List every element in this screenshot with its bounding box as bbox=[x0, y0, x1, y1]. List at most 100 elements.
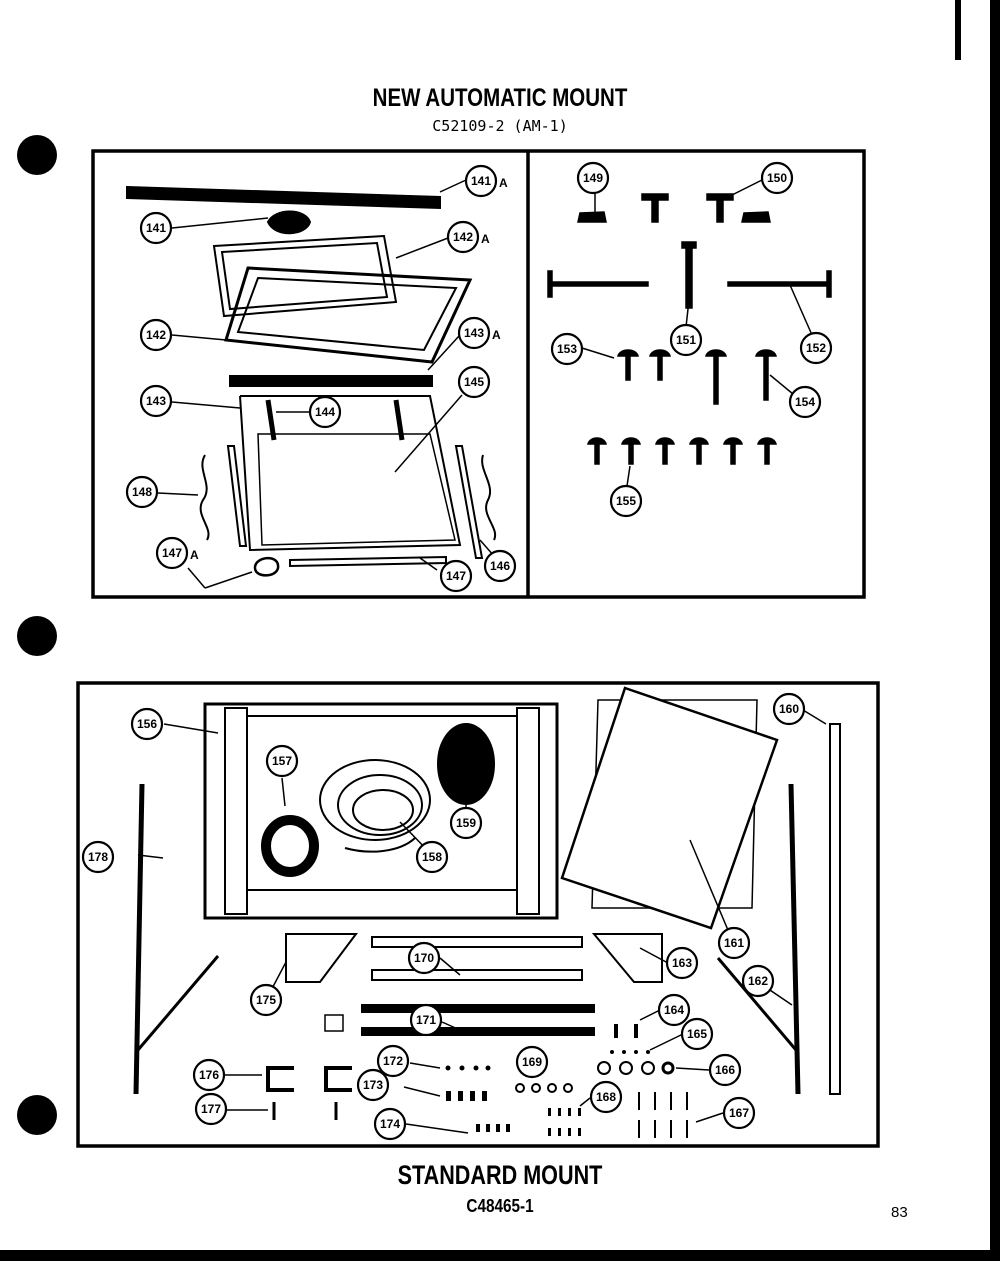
callout-158: 158 bbox=[415, 840, 449, 874]
callout-153: 153 bbox=[550, 332, 584, 366]
callout-circle bbox=[356, 1068, 390, 1102]
callout-circle bbox=[708, 1053, 742, 1087]
small-hardware bbox=[445, 1024, 650, 1136]
page-number: 83 bbox=[891, 1204, 908, 1221]
callout-177: 177 bbox=[194, 1092, 228, 1126]
callout-144: 144 bbox=[308, 395, 342, 429]
callout-circle bbox=[409, 1003, 443, 1037]
callout-circle bbox=[449, 806, 483, 840]
callout-circle bbox=[464, 164, 498, 198]
callout-149: 149 bbox=[576, 161, 610, 195]
callout-178: 178 bbox=[81, 840, 115, 874]
callout-number: 155 bbox=[616, 494, 636, 508]
callout-141: 141 bbox=[139, 211, 173, 245]
callout-circle bbox=[407, 941, 441, 975]
callout-171: 171 bbox=[409, 1003, 443, 1037]
callout-number: 167 bbox=[729, 1106, 749, 1120]
callout-number: 145 bbox=[464, 375, 484, 389]
callout-150: 150 bbox=[760, 161, 794, 195]
callout-number: 141 bbox=[471, 174, 491, 188]
callout-165: 165 bbox=[680, 1017, 714, 1051]
callout-167: 167 bbox=[722, 1096, 756, 1130]
callout-number: 176 bbox=[199, 1068, 219, 1082]
callout-number: 163 bbox=[672, 956, 692, 970]
callout-170: 170 bbox=[407, 941, 441, 975]
callout-circle bbox=[515, 1045, 549, 1079]
callout-174: 174 bbox=[373, 1107, 407, 1141]
callout-number: 149 bbox=[583, 171, 603, 185]
callout-161: 161 bbox=[717, 926, 751, 960]
callout-176: 176 bbox=[192, 1058, 226, 1092]
callout-175: 175 bbox=[249, 983, 283, 1017]
callout-number: 143 bbox=[146, 394, 166, 408]
callout-number: 177 bbox=[201, 1102, 221, 1116]
callout-159: 159 bbox=[449, 806, 483, 840]
callout-circle bbox=[760, 161, 794, 195]
callout-146: 146 bbox=[483, 549, 517, 583]
callout-number: 142 bbox=[146, 328, 166, 342]
callout-172: 172 bbox=[376, 1044, 410, 1078]
callout-number: 168 bbox=[596, 1090, 616, 1104]
callout-circle bbox=[609, 484, 643, 518]
callout-circle bbox=[308, 395, 342, 429]
callout-number: 173 bbox=[363, 1078, 383, 1092]
callout-circle bbox=[657, 993, 691, 1027]
callout-circle bbox=[155, 536, 189, 570]
callout-circle bbox=[589, 1080, 623, 1114]
callout-number: 147 bbox=[446, 569, 466, 583]
callout-circle bbox=[139, 318, 173, 352]
callout-number: 156 bbox=[137, 717, 157, 731]
callout-number: 151 bbox=[676, 333, 696, 347]
automatic-mount-parts bbox=[126, 185, 497, 577]
callout-147: 147 bbox=[439, 559, 473, 593]
callout-number: 158 bbox=[422, 850, 442, 864]
binder-hole bbox=[17, 616, 57, 656]
callout-circle bbox=[192, 1058, 226, 1092]
callout-circle bbox=[717, 926, 751, 960]
callout-number: 160 bbox=[779, 702, 799, 716]
callout-number: 171 bbox=[416, 1013, 436, 1027]
callout-number: 141 bbox=[146, 221, 166, 235]
callout-number: 143 bbox=[464, 326, 484, 340]
callout-number: 165 bbox=[687, 1027, 707, 1041]
callout-circle bbox=[194, 1092, 228, 1126]
callout-suffix: A bbox=[190, 548, 199, 562]
callout-156: 156 bbox=[130, 707, 164, 741]
callout-circle bbox=[741, 964, 775, 998]
callout-151: 151 bbox=[669, 323, 703, 357]
standard-mount-title: STANDARD MOUNT bbox=[397, 1160, 603, 1190]
callout-circle bbox=[376, 1044, 410, 1078]
callout-circle bbox=[772, 692, 806, 726]
callout-circle bbox=[81, 840, 115, 874]
callout-number: 162 bbox=[748, 974, 768, 988]
callout-circle bbox=[576, 161, 610, 195]
callout-circle bbox=[457, 316, 491, 350]
callout-number: 161 bbox=[724, 936, 744, 950]
callout-number: 164 bbox=[664, 1003, 684, 1017]
callout-154: 154 bbox=[788, 385, 822, 419]
callout-circle bbox=[680, 1017, 714, 1051]
callout-circle bbox=[249, 983, 283, 1017]
callout-142: 142 bbox=[139, 318, 173, 352]
callout-141aa: 141 A bbox=[464, 164, 508, 198]
callout-number: 170 bbox=[414, 951, 434, 965]
callout-number: 146 bbox=[490, 559, 510, 573]
callout-number: 154 bbox=[795, 395, 815, 409]
callout-148: 148 bbox=[125, 475, 159, 509]
callout-circle bbox=[125, 475, 159, 509]
callout-circle bbox=[799, 331, 833, 365]
callout-143: 143 bbox=[139, 384, 173, 418]
callout-163: 163 bbox=[665, 946, 699, 980]
callout-circle bbox=[415, 840, 449, 874]
callout-162: 162 bbox=[741, 964, 775, 998]
callout-suffix: A bbox=[481, 232, 490, 246]
callout-suffix: A bbox=[499, 176, 508, 190]
callout-number: 157 bbox=[272, 754, 292, 768]
callout-157: 157 bbox=[265, 744, 299, 778]
callout-circle bbox=[457, 365, 491, 399]
